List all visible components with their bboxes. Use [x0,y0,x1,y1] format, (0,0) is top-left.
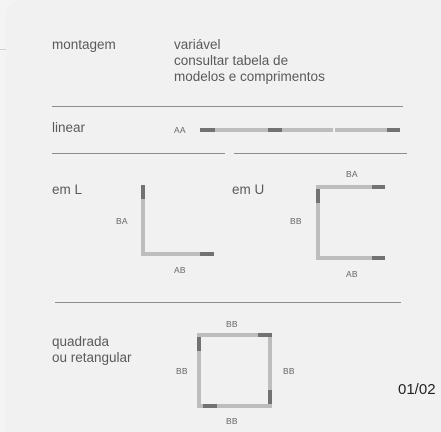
quadrada-code-top: BB [226,319,238,329]
spec-page: montagem variável consultar tabela de mo… [6,0,441,432]
divider-rule [52,153,225,154]
montagem-label: montagem [52,37,116,52]
divider-rule [55,302,401,303]
divider-rule [52,106,403,107]
quadrada-top-bar [197,333,272,337]
em-u-label: em U [232,182,265,197]
em-u-code-bb: BB [290,216,302,226]
linear-middle-segment [268,128,282,132]
montagem-line-1: variável [174,37,221,52]
em-l-end-segment [141,185,145,199]
em-l-code-ab: AB [174,265,186,275]
em-u-end-segment [372,256,385,260]
quadrada-code-bottom: BB [226,416,238,426]
linear-label: linear [52,120,86,135]
linear-end-segment [387,128,400,132]
em-l-vertical-bar [141,185,145,256]
montagem-line-2: consultar tabela de [174,53,289,68]
linear-end-segment [200,128,215,132]
montagem-line-3: modelos e comprimentos [174,69,325,84]
em-l-end-segment [200,252,214,256]
em-l-label: em L [52,182,83,197]
em-l-code-ba: BA [116,216,128,226]
montagem-description: variável consultar tabela de modelos e c… [174,37,325,85]
em-u-code-ba: BA [346,169,358,179]
em-u-bottom-bar [316,256,385,260]
em-u-vertical-bar [316,185,320,260]
linear-bar [200,128,400,132]
em-u-code-ab: AB [346,269,358,279]
quadrada-code-right: BB [283,366,295,376]
quadrada-segment [203,404,217,408]
em-u-top-bar [316,185,385,189]
em-l-horizontal-bar [141,252,214,256]
quadrada-line-1: quadrada [52,334,110,349]
quadrada-label: quadrada ou retangular [52,334,132,366]
page-number: 01/02 [398,381,436,398]
quadrada-bottom-bar [197,404,272,408]
em-u-end-segment [372,185,385,189]
quadrada-right-bar [268,333,272,408]
quadrada-line-2: ou retangular [52,350,132,365]
em-u-corner-segment [316,189,320,203]
linear-code-aa: AA [174,125,186,135]
linear-joint [333,127,335,133]
quadrada-segment [268,390,272,404]
quadrada-code-left: BB [176,366,188,376]
divider-rule [234,153,407,154]
quadrada-segment [197,337,201,351]
quadrada-segment [258,333,272,337]
quadrada-left-bar [197,333,201,408]
